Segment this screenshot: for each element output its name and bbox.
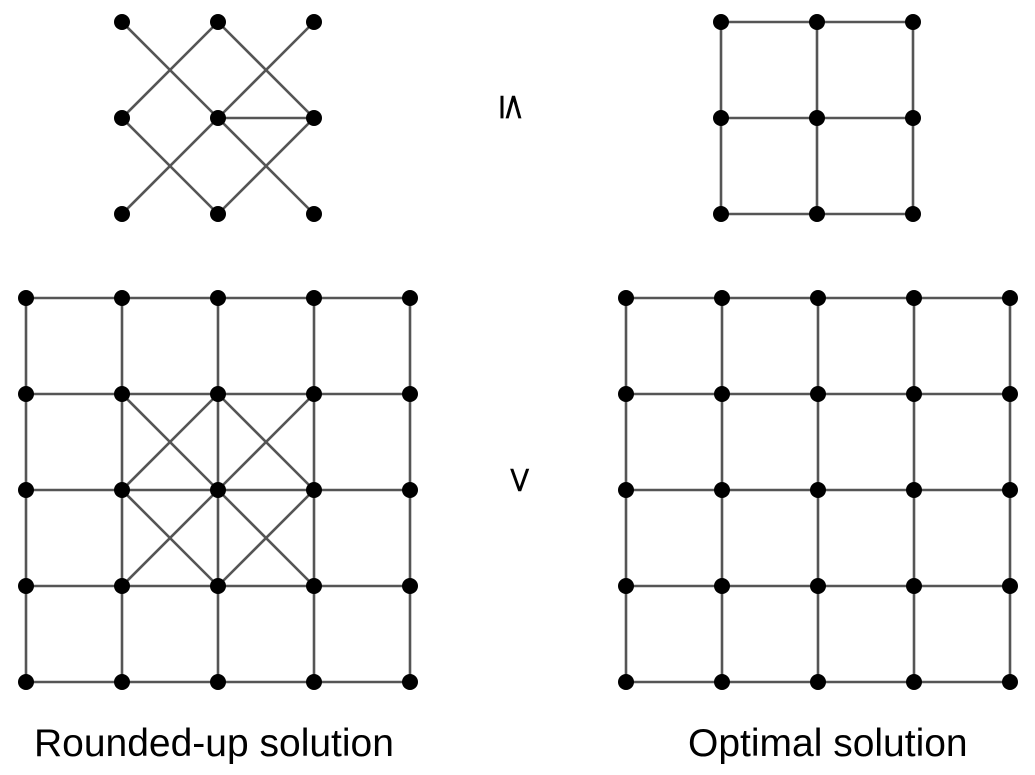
- node: [906, 386, 922, 402]
- node: [906, 674, 922, 690]
- node: [18, 290, 34, 306]
- node: [114, 386, 130, 402]
- node: [210, 290, 226, 306]
- node: [810, 578, 826, 594]
- node: [810, 674, 826, 690]
- edge: [216, 20, 316, 120]
- node: [210, 482, 226, 498]
- node: [402, 386, 418, 402]
- node: [210, 206, 226, 222]
- rounded-up-solution-label: Rounded-up solution: [34, 722, 394, 765]
- node: [713, 110, 729, 126]
- relation-top-leq: ≤: [492, 92, 533, 122]
- node: [713, 206, 729, 222]
- node: [114, 206, 130, 222]
- node: [402, 578, 418, 594]
- node: [809, 14, 825, 30]
- node: [114, 14, 130, 30]
- node: [18, 674, 34, 690]
- node: [714, 674, 730, 690]
- node: [714, 386, 730, 402]
- node: [402, 674, 418, 690]
- node: [714, 578, 730, 594]
- optimal-solution-label: Optimal solution: [688, 722, 968, 765]
- node: [905, 206, 921, 222]
- top-right-graph: [713, 14, 921, 222]
- node: [809, 206, 825, 222]
- node: [1002, 482, 1018, 498]
- node: [114, 110, 130, 126]
- edge: [120, 20, 220, 120]
- node: [114, 290, 130, 306]
- node: [618, 386, 634, 402]
- edge: [120, 116, 220, 216]
- node: [306, 578, 322, 594]
- node: [306, 482, 322, 498]
- node: [210, 386, 226, 402]
- node: [402, 482, 418, 498]
- node: [906, 290, 922, 306]
- node: [618, 290, 634, 306]
- node: [306, 110, 322, 126]
- edge: [216, 392, 316, 492]
- node: [905, 110, 921, 126]
- node: [906, 482, 922, 498]
- node: [18, 386, 34, 402]
- node: [114, 674, 130, 690]
- node: [810, 386, 826, 402]
- node: [905, 14, 921, 30]
- node: [810, 482, 826, 498]
- node: [810, 290, 826, 306]
- edge: [216, 116, 316, 216]
- bottom-right-graph: [618, 290, 1018, 690]
- edge: [216, 488, 316, 588]
- node: [714, 482, 730, 498]
- node: [210, 110, 226, 126]
- node: [114, 482, 130, 498]
- node: [306, 206, 322, 222]
- node: [1002, 290, 1018, 306]
- node: [402, 290, 418, 306]
- node: [714, 290, 730, 306]
- node: [114, 578, 130, 594]
- node: [306, 14, 322, 30]
- node: [618, 578, 634, 594]
- node: [713, 14, 729, 30]
- node: [210, 674, 226, 690]
- node: [1002, 386, 1018, 402]
- node: [618, 482, 634, 498]
- node: [906, 578, 922, 594]
- node: [18, 578, 34, 594]
- node: [210, 578, 226, 594]
- relation-bottom-gt: >: [500, 465, 541, 495]
- node: [306, 290, 322, 306]
- node: [1002, 578, 1018, 594]
- node: [18, 482, 34, 498]
- edge: [120, 488, 220, 588]
- node: [809, 110, 825, 126]
- edge: [120, 392, 220, 492]
- top-left-graph: [114, 14, 322, 222]
- node: [1002, 674, 1018, 690]
- node: [306, 386, 322, 402]
- node: [210, 14, 226, 30]
- node: [306, 674, 322, 690]
- bottom-left-graph: [18, 290, 418, 690]
- node: [618, 674, 634, 690]
